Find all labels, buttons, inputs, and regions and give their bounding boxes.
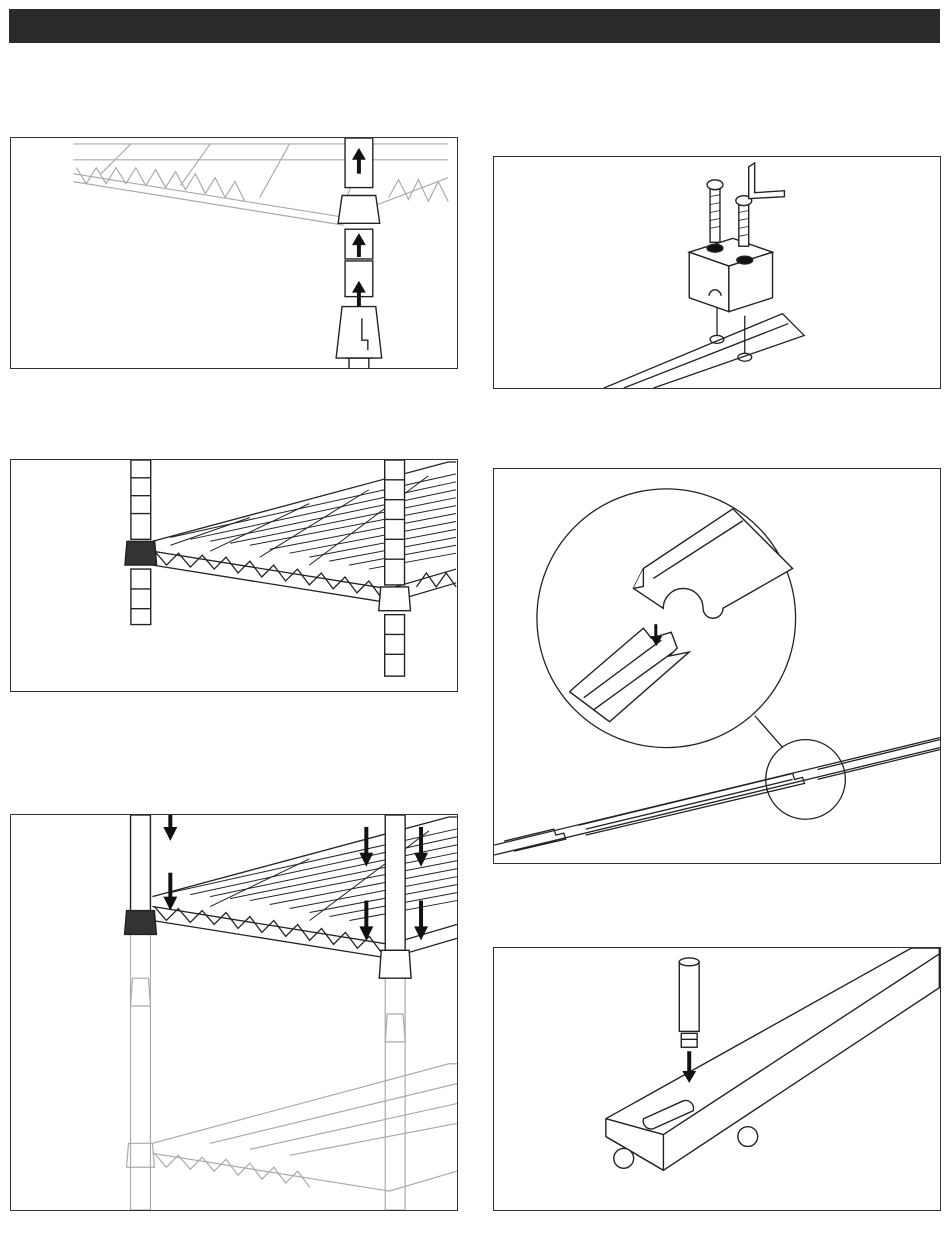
remove-sleeve-illustration [11,138,457,368]
press-down-shelf-illustration [11,815,457,1210]
header-bar [9,9,940,43]
rail-joint-detail-illustration [494,469,940,863]
figure-step-2 [10,459,458,692]
pin-insert-illustration [494,948,940,1210]
shelf-on-posts-illustration [11,460,457,691]
figure-step-3 [10,814,458,1211]
figure-step-1 [10,137,458,369]
figure-step-5 [493,468,941,864]
block-screws-hex-key-illustration [494,157,940,388]
figure-step-4 [493,156,941,389]
figure-step-6 [493,947,941,1211]
